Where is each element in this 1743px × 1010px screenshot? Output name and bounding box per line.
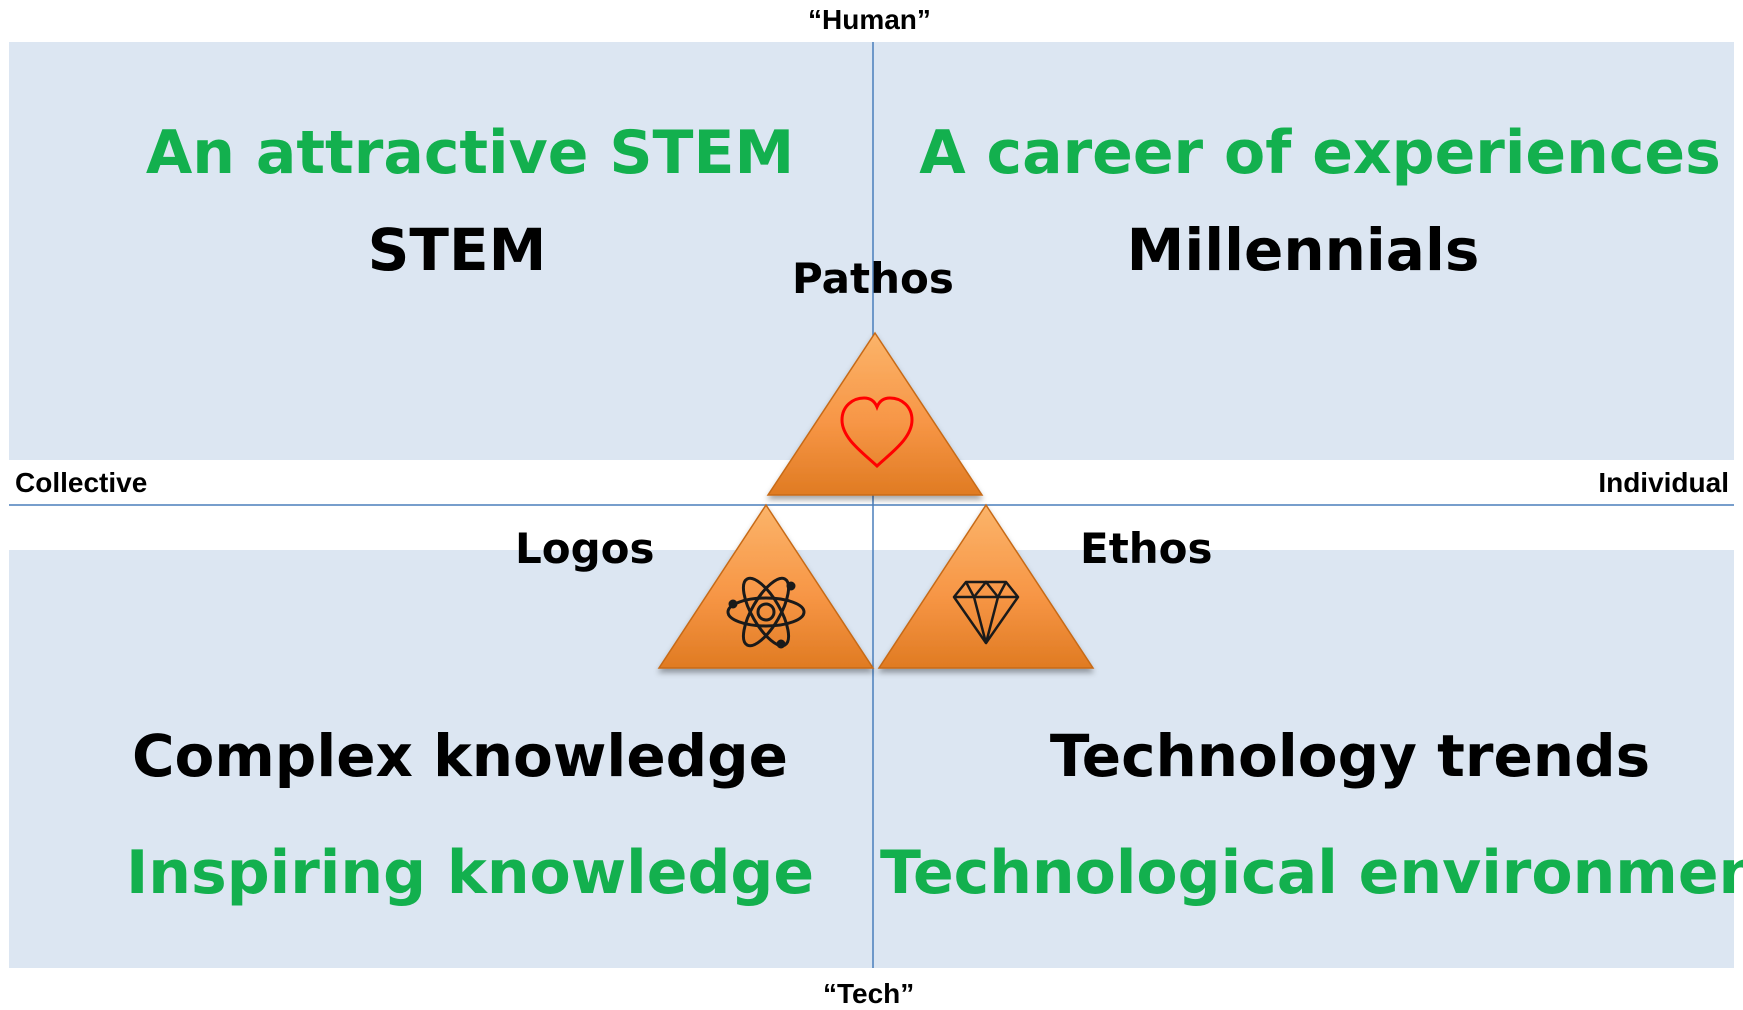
ethos-label: Ethos — [1080, 524, 1213, 573]
top-right-subject-text: Millennials — [1126, 216, 1480, 284]
pathos-triangle — [766, 331, 984, 496]
bottom-right-subject-text: Technology trends — [1049, 722, 1651, 790]
axis-label-human: “Human” — [808, 4, 931, 35]
bottom-left-subject-text: Complex knowledge — [131, 722, 789, 790]
axis-label-individual: Individual — [1598, 467, 1729, 498]
axis-label-tech: “Tech” — [823, 978, 915, 1009]
logos-label: Logos — [515, 524, 655, 573]
ethos-triangle — [877, 503, 1095, 669]
atom-icon — [726, 576, 806, 649]
lower-panel — [9, 550, 1734, 968]
top-left-goal-text: An attractive STEM — [145, 118, 795, 188]
bottom-left-goal-text: Inspiring knowledge — [125, 838, 815, 908]
top-right-goal-text: A career of experiences — [919, 118, 1721, 188]
pathos-label: Pathos — [792, 254, 954, 303]
diamond-icon — [952, 580, 1020, 645]
bottom-right-goal-text: Technological environment — [880, 838, 1743, 908]
axis-label-collective: Collective — [15, 467, 148, 498]
top-left-subject-text: STEM — [367, 216, 547, 284]
heart-icon — [840, 396, 914, 469]
